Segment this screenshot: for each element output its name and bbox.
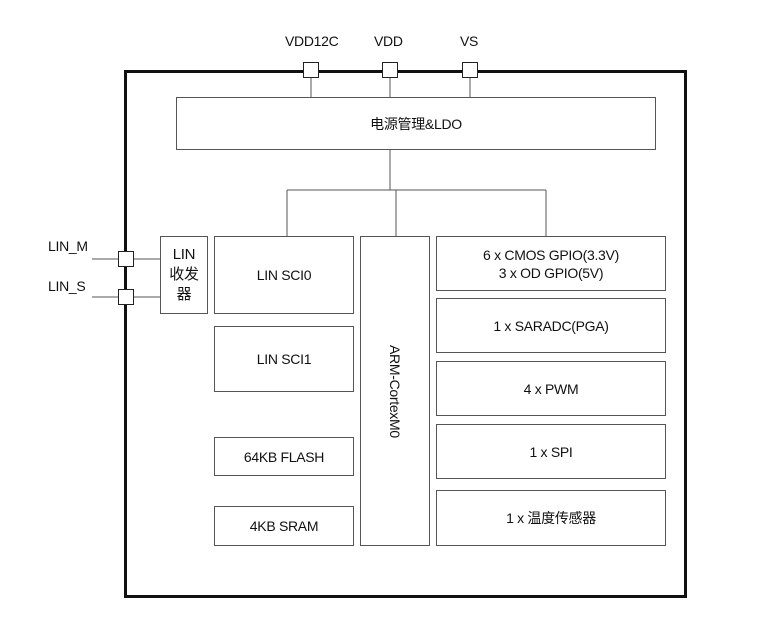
spi-block: 1 x SPI [436,424,666,479]
pwm-label: 4 x PWM [523,380,579,397]
flash-label: 64KB FLASH [243,448,325,465]
lin-sci0-label: LIN SCI0 [256,267,312,283]
lin-sci1-label: LIN SCI1 [256,351,312,367]
adc-block: 1 x SARADC(PGA) [436,298,666,353]
pin-lin-s [118,289,134,305]
pin-label-vdd12c: VDD12C [285,33,339,49]
pin-label-vs: VS [460,33,479,49]
lin-transceiver-label-2: 收发 [169,266,199,283]
temperature-sensor-block: 1 x 温度传感器 [436,490,666,546]
pin-label-lin-s: LIN_S [48,278,86,294]
cpu-label: ARM-CortexM0 [387,344,403,438]
lin-transceiver-label-1: LIN [172,246,196,263]
gpio-label-1: 6 x CMOS GPIO(3.3V) [483,246,619,263]
temperature-sensor-label: 1 x 温度传感器 [506,510,596,526]
adc-label: 1 x SARADC(PGA) [493,317,609,334]
lin-sci0-block: LIN SCI0 [214,236,354,314]
power-management-ldo-block: 电源管理&LDO [176,97,656,150]
pin-vdd [382,62,398,78]
pin-label-vdd: VDD [374,33,403,49]
pin-lin-m [118,251,134,267]
sram-block: 4KB SRAM [214,506,354,546]
sram-label: 4KB SRAM [249,518,319,534]
lin-transceiver-block: LIN 收发 器 [160,236,208,314]
lin-transceiver-label-3: 器 [176,286,192,303]
gpio-block: 6 x CMOS GPIO(3.3V) 3 x OD GPIO(5V) [436,236,666,291]
chip-outline [124,70,687,598]
pin-label-lin-m: LIN_M [48,238,88,254]
spi-label: 1 x SPI [529,443,573,460]
cpu-block: ARM-CortexM0 [360,236,430,546]
pin-vs [462,62,478,78]
gpio-label-2: 3 x OD GPIO(5V) [498,264,604,281]
flash-block: 64KB FLASH [214,437,354,476]
pwm-block: 4 x PWM [436,361,666,416]
power-management-ldo-label: 电源管理&LDO [370,115,462,132]
pin-vdd12c [303,62,319,78]
lin-sci1-block: LIN SCI1 [214,326,354,392]
